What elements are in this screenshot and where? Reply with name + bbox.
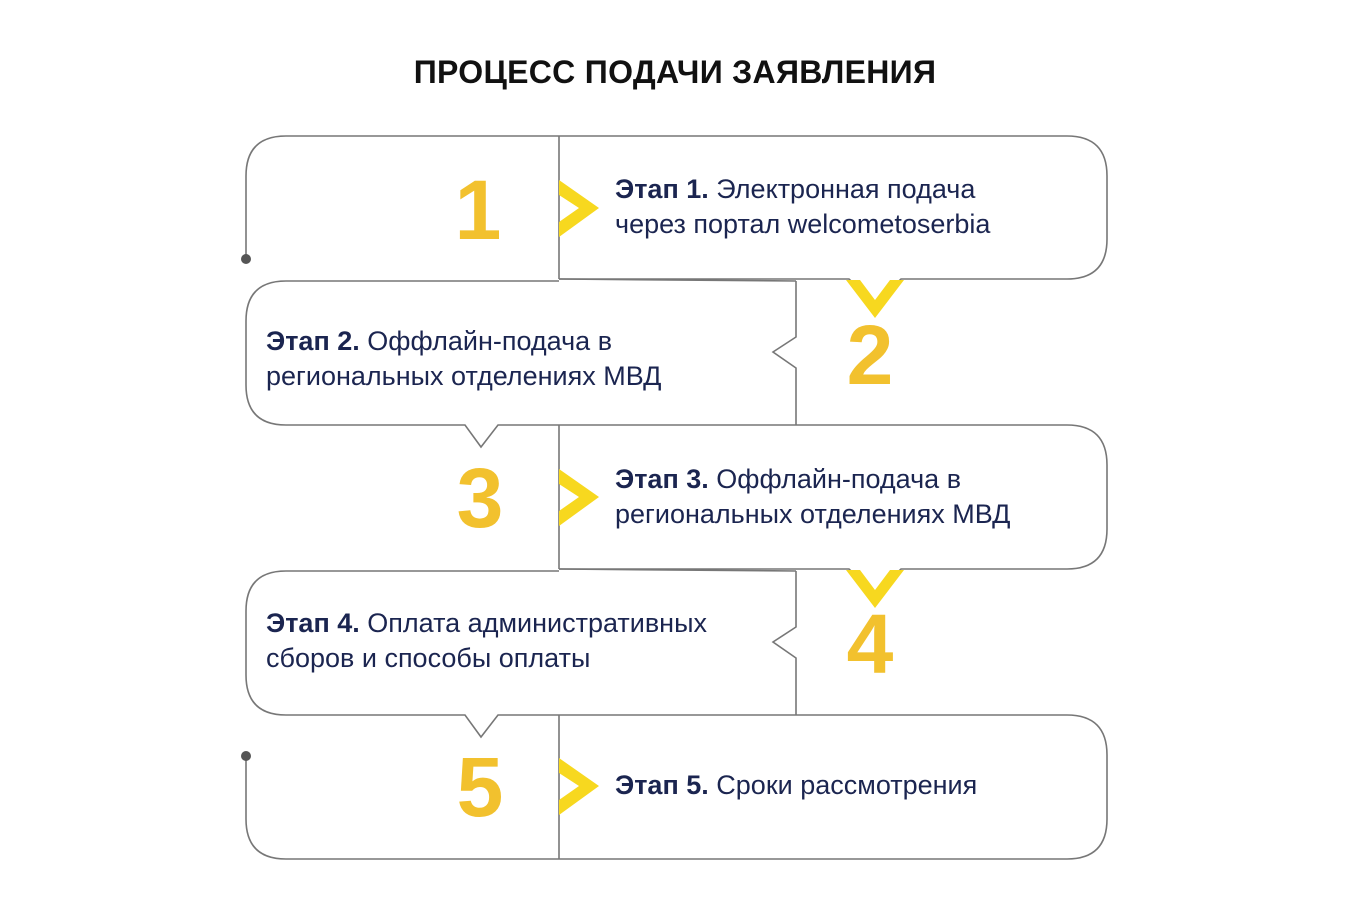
step-number-1: 1 (454, 163, 502, 257)
step-5-text: Этап 5. Сроки рассмотрения (615, 768, 977, 803)
step-number-5: 5 (456, 740, 504, 834)
step-desc: Электронная подача (716, 174, 976, 204)
step-number-4: 4 (846, 597, 894, 691)
step-1-box (245, 135, 1108, 305)
step-4-box (245, 570, 1108, 860)
step-label: Этап 2. (266, 326, 360, 356)
step-1-text: Этап 1. Электронная подача через портал … (615, 172, 990, 242)
step-number-2: 2 (846, 308, 894, 402)
step-desc: региональных отделениях МВД (615, 499, 1011, 529)
end-dot (241, 751, 251, 761)
step-2-box (245, 280, 1108, 595)
step-desc: Сроки рассмотрения (716, 770, 978, 800)
step-desc: сборов и способы оплаты (266, 643, 591, 673)
step-desc: региональных отделениях МВД (266, 361, 662, 391)
step-desc: через портал welcometoserbia (615, 209, 991, 239)
step-label: Этап 1. (615, 174, 709, 204)
chevron-right-icon (559, 469, 599, 526)
step-4-divider (771, 571, 797, 715)
step-desc: Оффлайн-подача в (716, 464, 962, 494)
step-desc: Оплата административных (367, 608, 707, 638)
step-4-text: Этап 4. Оплата административных сборов и… (266, 606, 707, 676)
step-2-text: Этап 2. Оффлайн-подача в региональных от… (266, 324, 661, 394)
step-3-text: Этап 3. Оффлайн-подача в региональных от… (615, 462, 1010, 532)
step-label: Этап 3. (615, 464, 709, 494)
step-label: Этап 4. (266, 608, 360, 638)
step-number-3: 3 (456, 451, 504, 545)
chevron-down-icon (846, 280, 904, 318)
chevron-right-icon (559, 180, 599, 237)
chevron-right-icon (559, 758, 599, 815)
step-2-divider (771, 281, 797, 425)
step-desc: Оффлайн-подача в (367, 326, 613, 356)
step-label: Этап 5. (615, 770, 709, 800)
chevron-down-icon (846, 570, 904, 608)
page-title: ПРОЦЕСС ПОДАЧИ ЗАЯВЛЕНИЯ (413, 54, 937, 90)
start-dot (241, 254, 251, 264)
